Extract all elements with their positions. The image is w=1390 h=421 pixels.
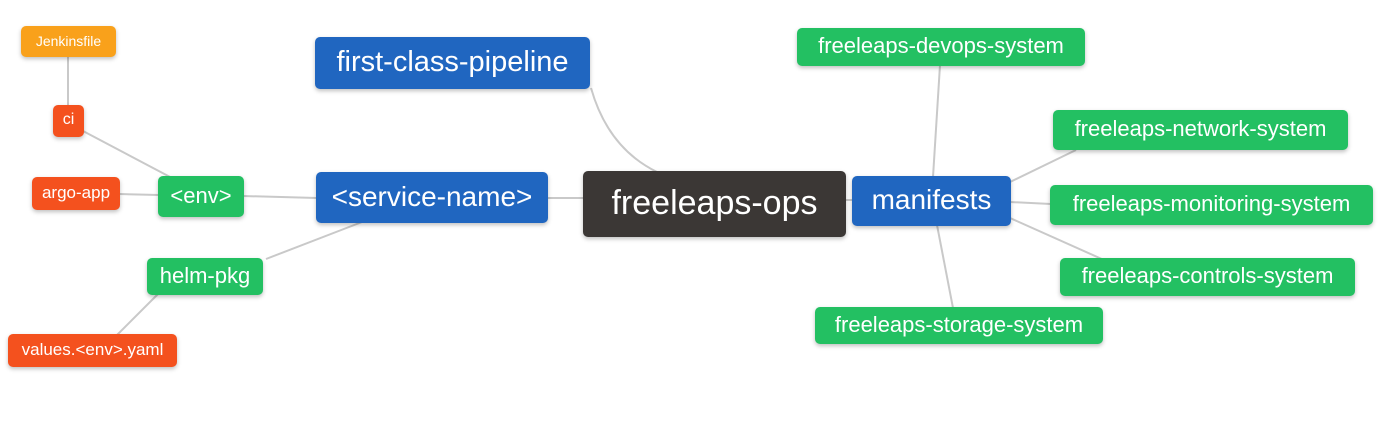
node-freeleaps-ops[interactable]: freeleaps-ops [583,171,846,237]
node-values-env-yaml[interactable]: values.<env>.yaml [8,334,177,367]
edge-ci-env [82,130,173,179]
edge-helmpkg-valuesyaml [116,293,159,336]
edge-manifests-monitoring [1009,201,1052,205]
node-freeleaps-devops-system[interactable]: freeleaps-devops-system [797,28,1085,66]
node-env[interactable]: <env> [158,176,244,217]
edge-manifests-storage [936,224,954,309]
node-service-name[interactable]: <service-name> [316,172,548,223]
edge-manifests-controls [1009,217,1105,261]
edge-argoapp-env [118,193,160,196]
edge-manifests-network [1009,149,1077,183]
node-manifests[interactable]: manifests [852,176,1011,226]
node-freeleaps-storage-system[interactable]: freeleaps-storage-system [815,307,1103,344]
edge-env-servicename [242,195,318,199]
node-argo-app[interactable]: argo-app [32,177,120,210]
node-freeleaps-controls-system[interactable]: freeleaps-controls-system [1060,258,1355,296]
edge-pipeline-freeleapsops [590,87,658,173]
node-jenkinsfile[interactable]: Jenkinsfile [21,26,116,57]
edge-manifests-devops [932,64,941,178]
node-first-class-pipeline[interactable]: first-class-pipeline [315,37,590,89]
edge-servicename-helmpkg [265,221,363,260]
node-freeleaps-monitoring-system[interactable]: freeleaps-monitoring-system [1050,185,1373,225]
node-ci[interactable]: ci [53,105,84,137]
node-helm-pkg[interactable]: helm-pkg [147,258,263,295]
node-freeleaps-network-system[interactable]: freeleaps-network-system [1053,110,1348,150]
